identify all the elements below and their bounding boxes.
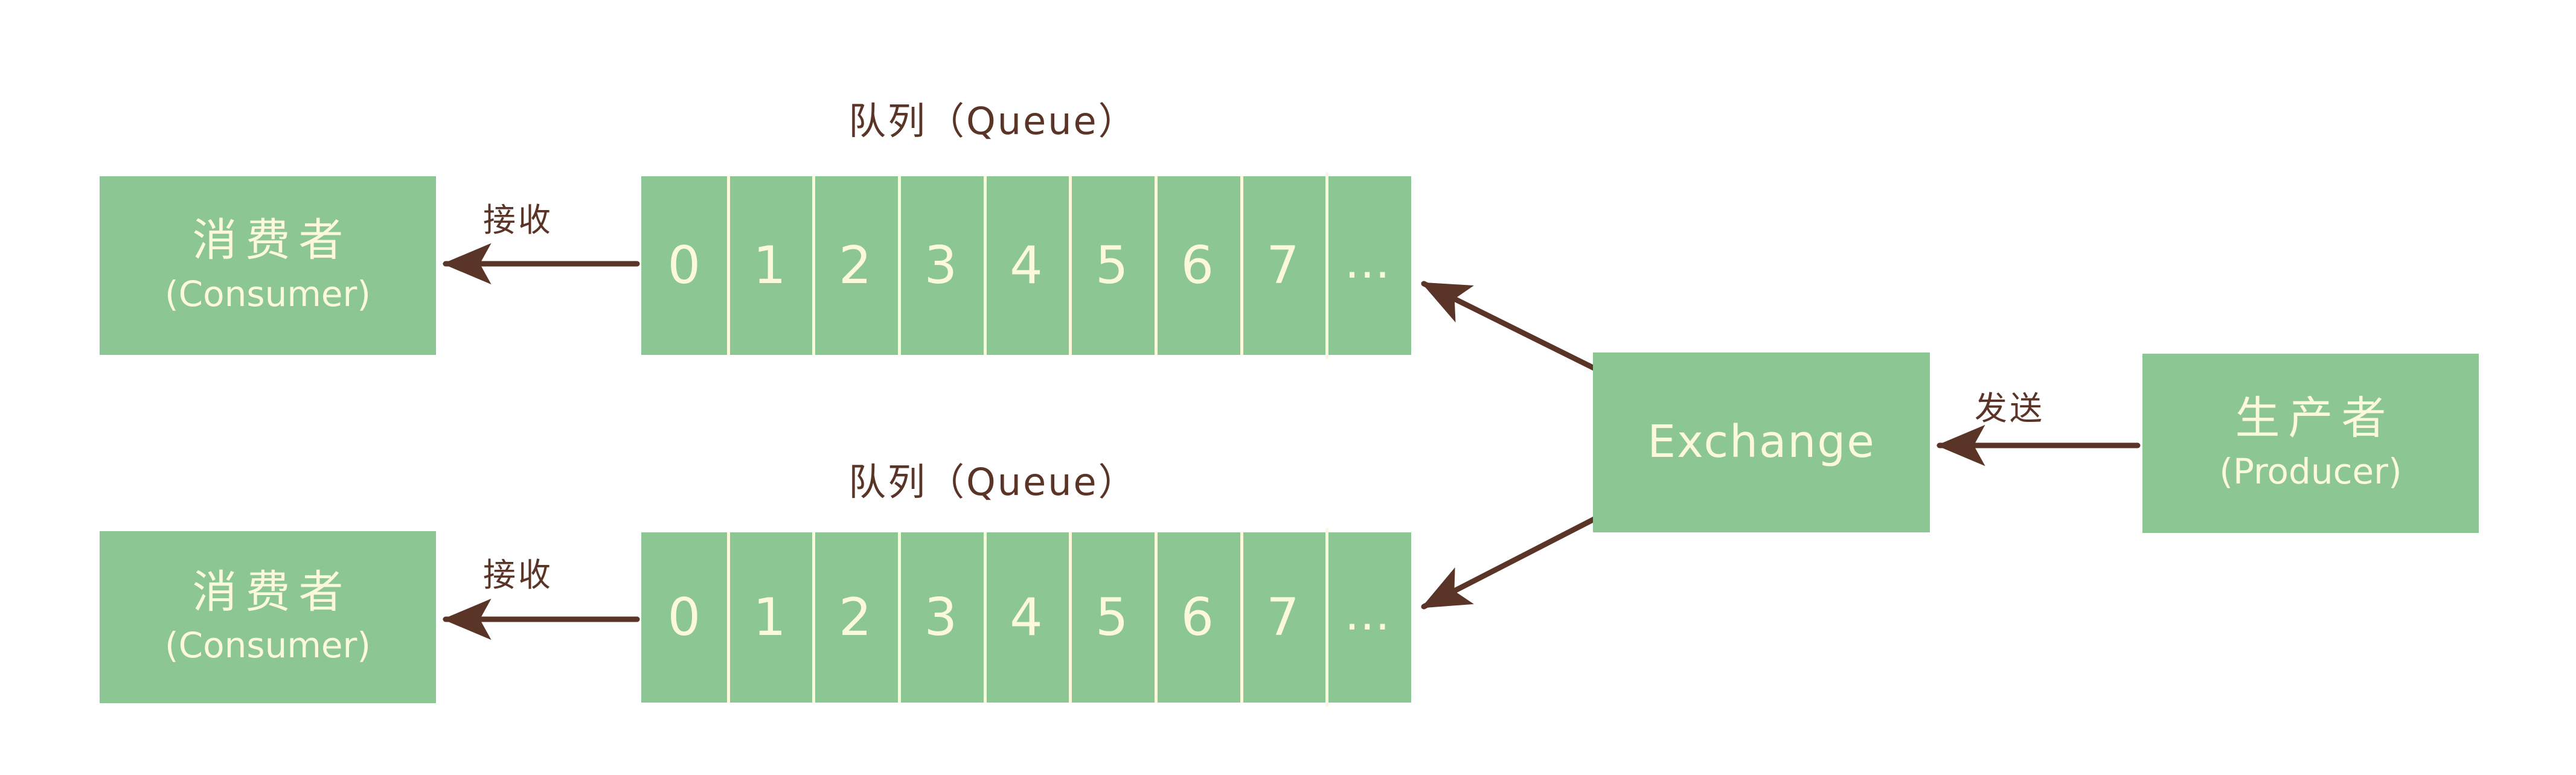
queue-caption-bottom: 队列（Queue）	[848, 460, 1138, 504]
queue-bottom[interactable]: 0 1 2 3 4 5 6 7 …	[641, 528, 1411, 707]
queue-top[interactable]: 0 1 2 3 4 5 6 7 …	[641, 172, 1411, 359]
queue-cell: 2	[812, 532, 898, 703]
queue-cell: 4	[983, 176, 1069, 355]
queue-caption-top: 队列（Queue）	[848, 99, 1138, 143]
queue-cell-ellipsis: …	[1325, 172, 1411, 359]
queue-cell: 0	[667, 587, 701, 648]
consumer-box-top[interactable]: 消费者 (Consumer)	[100, 176, 436, 355]
queue-cell: 5	[1069, 176, 1155, 355]
exchange-label: Exchange	[1647, 416, 1876, 468]
queue-cell: 6	[1155, 532, 1240, 703]
queue-cell: 0	[667, 235, 701, 296]
arrow-exchange-to-queue-bottom	[1421, 516, 1597, 610]
queue-cell: 7	[1240, 176, 1326, 355]
queue-cell: 4	[983, 532, 1069, 703]
queue-cell: 6	[1155, 176, 1240, 355]
receive-label-bottom: 接收	[483, 556, 553, 594]
producer-box[interactable]: 生产者 (Producer)	[2142, 354, 2479, 533]
send-label: 发送	[1975, 389, 2045, 427]
queue-cell: 2	[812, 176, 898, 355]
consumer-top-label-en: (Consumer)	[164, 273, 371, 314]
exchange-box[interactable]: Exchange	[1593, 352, 1930, 532]
consumer-top-label-cn: 消费者	[192, 214, 352, 267]
receive-label-top: 接收	[483, 201, 553, 239]
queue-cell: 7	[1240, 532, 1326, 703]
arrow-exchange-to-queue-top	[1421, 281, 1597, 371]
queue-cell-ellipsis: …	[1325, 528, 1411, 707]
queue-cell: 5	[1069, 532, 1155, 703]
queue-cell: 1	[726, 532, 813, 703]
consumer-box-bottom[interactable]: 消费者 (Consumer)	[100, 531, 436, 703]
consumer-bottom-label-en: (Consumer)	[164, 625, 371, 666]
queue-cell: 3	[898, 176, 984, 355]
queue-cell: 1	[726, 176, 813, 355]
queue-cell: 3	[898, 532, 984, 703]
producer-label-en: (Producer)	[2219, 451, 2402, 493]
producer-label-cn: 生产者	[2235, 392, 2395, 444]
consumer-bottom-label-cn: 消费者	[192, 566, 352, 618]
